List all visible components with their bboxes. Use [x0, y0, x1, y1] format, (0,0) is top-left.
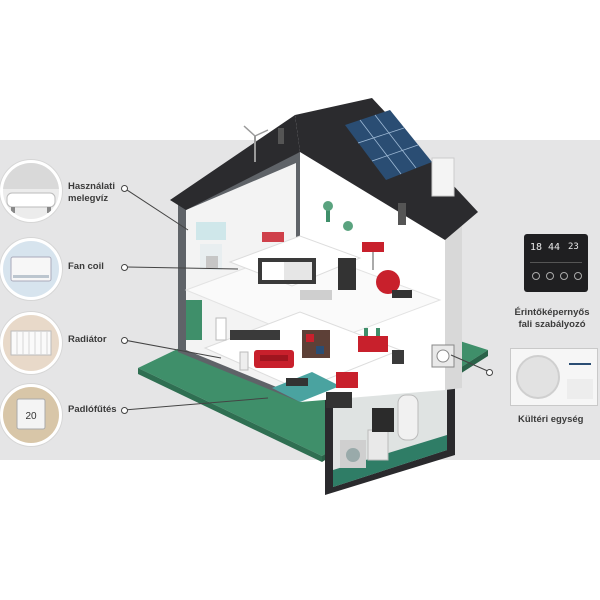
controller-button-icon — [546, 272, 554, 280]
radiator-unit — [239, 351, 249, 371]
radiator-thumb — [0, 312, 62, 374]
controller-time: 23 — [568, 242, 579, 252]
thermostat-icon: 20 — [3, 387, 59, 443]
controller-button-icon — [574, 272, 582, 280]
coffee-table — [286, 378, 308, 386]
fancoil-unit — [215, 317, 227, 341]
wardrobe — [338, 258, 356, 290]
marker-hot-water — [121, 185, 128, 192]
floor-heating-thumb: 20 — [0, 384, 62, 446]
chimney — [431, 157, 455, 197]
controller-device: 18 44 23 — [524, 234, 588, 292]
armchair — [336, 372, 358, 388]
kitchen-counter — [230, 330, 280, 340]
connector-lines — [123, 187, 491, 411]
fridge — [186, 300, 202, 340]
controller-temp-right: 44 — [548, 242, 561, 253]
dining-table — [358, 336, 388, 352]
controller-button-icon — [560, 272, 568, 280]
roof-left — [170, 115, 300, 210]
hot-water-thumb — [0, 160, 62, 222]
rug — [272, 372, 340, 402]
bathroom-shower — [196, 222, 226, 240]
outdoor-unit-device — [510, 348, 598, 406]
bathtub-icon — [3, 163, 59, 219]
label-hot-water: Használati melegvíz — [68, 181, 115, 204]
label-floor-heating: Padlófűtés — [68, 404, 117, 415]
fan-coil-thumb — [0, 238, 62, 300]
round-rug — [376, 270, 400, 294]
controller-button-icon — [532, 272, 540, 280]
marker-radiator — [121, 337, 128, 344]
marker-outdoor-unit — [486, 369, 493, 376]
label-radiator: Radiátor — [68, 334, 107, 345]
label-outdoor-unit: Kültéri egység — [518, 414, 584, 425]
radiator-icon — [3, 315, 59, 371]
water-tank — [397, 394, 419, 441]
solar-panels — [345, 110, 432, 180]
controller-temp-left: 18 — [530, 242, 543, 253]
marker-floor-heating — [121, 407, 128, 414]
fan-coil-icon — [3, 241, 59, 297]
fan-icon — [516, 355, 560, 399]
label-controller: Érintőképernyős fali szabályozó — [514, 307, 590, 330]
thermostat-value: 20 — [25, 411, 37, 422]
label-fan-coil: Fan coil — [68, 261, 104, 272]
tv — [326, 392, 352, 408]
marker-fan-coil — [121, 264, 128, 271]
